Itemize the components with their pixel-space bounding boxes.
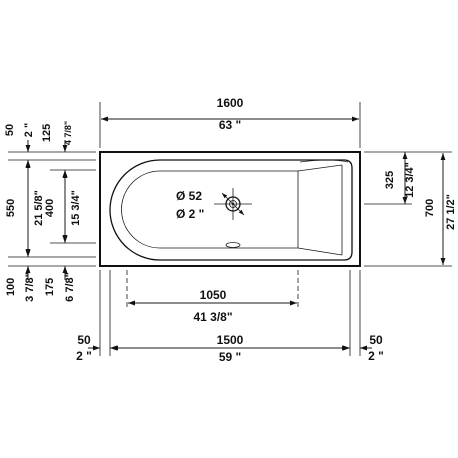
total-length-mm: 1600 <box>217 96 244 110</box>
top-inner-mm: 125 <box>41 124 53 142</box>
right-rim-in: 2 " <box>368 349 384 363</box>
dim-bottom-length: 1050 41 3/8" <box>128 288 297 324</box>
top-rim-in: 2 " <box>23 123 35 137</box>
dim-left-rim: 50 2 " <box>76 333 122 363</box>
top-inner-in: 4 7/8" <box>63 121 73 145</box>
dim-top-inner: 125 4 7/8" <box>41 121 73 182</box>
total-length-in: 63 " <box>219 118 241 132</box>
basin-floor <box>121 170 299 249</box>
drain-offset-in: 12 3/4" <box>404 162 416 198</box>
overflow-drain <box>214 188 252 220</box>
left-rim-in: 2 " <box>76 349 92 363</box>
dim-width: 550 21 5/8" <box>5 161 45 256</box>
dim-bottom-inner: 175 6 7/8" <box>44 231 76 302</box>
bottom-rim-mm: 100 <box>5 278 17 296</box>
total-width-in: 27 1/2" <box>445 194 457 230</box>
inner-length-mm: 1500 <box>217 333 244 347</box>
top-rim-mm: 50 <box>4 124 16 136</box>
extension-lines <box>8 102 452 356</box>
drain-dia-mm: Ø 52 <box>176 189 202 203</box>
inner-basin <box>109 159 353 261</box>
total-width-mm: 700 <box>424 199 436 217</box>
width-in: 21 5/8" <box>33 190 45 226</box>
dim-drain-offset: 325 12 3/4" <box>384 152 416 204</box>
dim-inner-length: 1500 59 " <box>111 333 349 364</box>
right-rim-mm: 50 <box>369 333 383 347</box>
inner-length-in: 59 " <box>219 350 241 364</box>
dim-right-rim: 50 2 " <box>338 333 384 363</box>
bathtub-outline <box>99 151 361 267</box>
width-mm: 550 <box>5 199 17 217</box>
outer-rim <box>99 151 361 267</box>
bottom-rim-in: 3 7/8" <box>24 272 36 302</box>
bottom-inner-in: 6 7/8" <box>64 272 76 302</box>
dim-inner-width: 400 15 3/4" <box>44 171 82 242</box>
waste-outlet <box>225 242 241 248</box>
dim-top-rim: 50 2 " <box>4 123 35 172</box>
rim-inner-edge <box>299 159 349 163</box>
inner-width-in: 15 3/4" <box>70 190 82 226</box>
drain-offset-mm: 325 <box>384 171 396 189</box>
dim-bottom-rim: 100 3 7/8" <box>5 245 36 302</box>
bottom-inner-mm: 175 <box>44 278 56 296</box>
dim-total-length: 1600 63 " <box>101 96 359 132</box>
backrest-slope <box>297 164 343 256</box>
dim-total-width: 700 27 1/2" <box>424 153 457 265</box>
left-rim-mm: 50 <box>77 333 91 347</box>
bottom-length-mm: 1050 <box>200 288 227 302</box>
drain-dia-in: Ø 2 " <box>176 207 204 221</box>
inner-width-mm: 400 <box>44 199 56 217</box>
bottom-length-in: 41 3/8" <box>193 310 232 324</box>
